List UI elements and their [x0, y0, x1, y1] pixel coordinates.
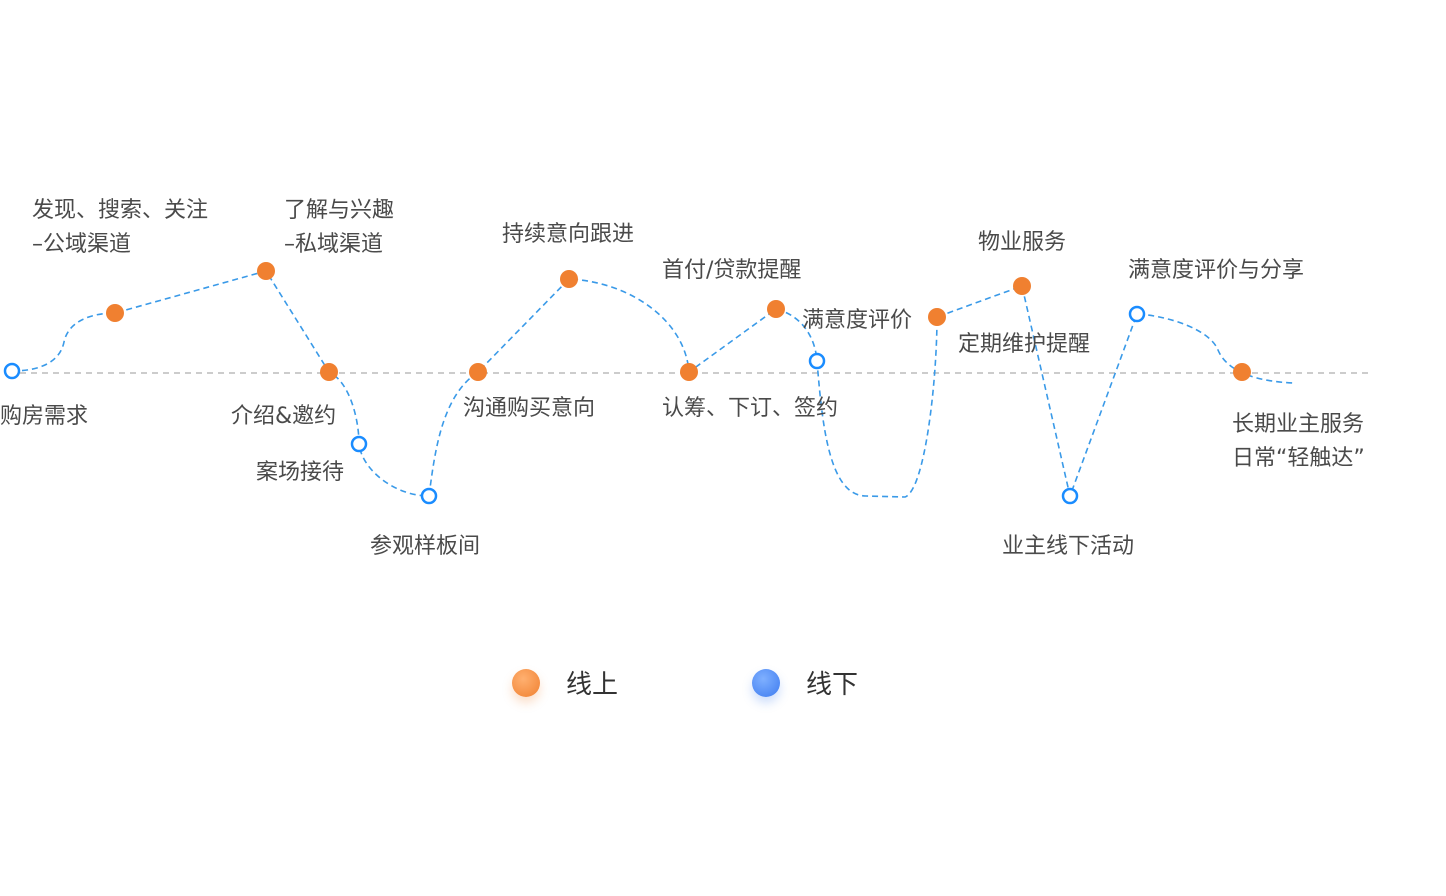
stage-node-s6 — [420, 487, 438, 505]
stage-label-s10: 首付/贷款提醒 — [662, 254, 801, 288]
legend-offline: 线下 — [752, 664, 858, 701]
stage-label-s14: 业主线下活动 — [1002, 530, 1134, 564]
stage-text: 首付/贷款提醒 — [662, 258, 802, 283]
stage-node-s11 — [808, 352, 826, 370]
stage-node-s8 — [560, 270, 578, 288]
stage-label-s5: 案场接待 — [256, 456, 344, 490]
stage-label-s2: 发现、搜索、关注 –公域渠道 — [32, 194, 208, 262]
stage-text: 业主线下活动 — [1002, 534, 1135, 559]
stage-label-s1: 购房需求 — [0, 400, 88, 434]
stage-text: 购房需求 — [0, 404, 89, 429]
stage-text: 长期业主服务 — [1232, 412, 1365, 437]
stage-label-s6: 参观样板间 — [370, 530, 480, 564]
stage-subtext: –公域渠道 — [32, 232, 132, 257]
legend-offline-label: 线下 — [806, 670, 859, 700]
legend-online: 线上 — [512, 664, 618, 701]
stage-text: 了解与兴趣 — [284, 198, 395, 223]
stage-label-s7: 沟通购买意向 — [463, 392, 595, 426]
stage-node-s5 — [350, 435, 368, 453]
stage-text: 参观样板间 — [370, 534, 481, 559]
stage-node-s16 — [1233, 363, 1251, 381]
stage-node-s4 — [320, 363, 338, 381]
stage-label-s11: 满意度评价 — [802, 304, 912, 338]
stage-label-s8: 持续意向跟进 — [502, 218, 634, 252]
stage-label-s4: 介绍&邀约 — [231, 400, 336, 434]
stage-text: 认筹、下订、签约 — [662, 396, 839, 421]
stage-label-s3: 了解与兴趣 –私域渠道 — [284, 194, 394, 262]
stage-node-s9 — [680, 363, 698, 381]
stage-text: 满意度评价 — [802, 308, 913, 333]
stage-text: 满意度评价与分享 — [1128, 258, 1305, 283]
legend-online-label: 线上 — [566, 670, 619, 700]
stage-text: 持续意向跟进 — [502, 222, 635, 247]
stage-node-s1 — [3, 362, 21, 380]
stage-text: 发现、搜索、关注 — [32, 198, 209, 223]
stage-node-s10 — [767, 300, 785, 318]
journey-curve — [11, 270, 1296, 499]
stage-text: 介绍&邀约 — [231, 404, 337, 429]
stage-text: 沟通购买意向 — [463, 396, 596, 421]
stage-node-s3 — [257, 262, 275, 280]
stage-label-s15: 满意度评价与分享 — [1128, 254, 1304, 288]
stage-text: 物业服务 — [978, 230, 1067, 255]
stage-label-s16: 长期业主服务 日常“轻触达” — [1232, 408, 1365, 476]
stage-subtext: 日常“轻触达” — [1232, 446, 1365, 471]
stage-subtext: –私域渠道 — [284, 232, 384, 257]
stage-node-s13 — [1013, 277, 1031, 295]
stage-label-s13: 物业服务 — [978, 226, 1066, 260]
stage-node-s2 — [106, 304, 124, 322]
stage-node-s12 — [928, 308, 946, 326]
stage-label-s9: 认筹、下订、签约 — [662, 392, 838, 426]
stage-node-s7 — [469, 363, 487, 381]
stage-text: 案场接待 — [256, 460, 345, 485]
stage-node-s15 — [1128, 305, 1146, 323]
online-dot-icon — [512, 668, 540, 697]
stage-node-s14 — [1061, 487, 1079, 505]
offline-dot-icon — [752, 668, 780, 697]
stage-text: 定期维护提醒 — [958, 332, 1091, 357]
stage-label-s12: 定期维护提醒 — [958, 328, 1090, 362]
